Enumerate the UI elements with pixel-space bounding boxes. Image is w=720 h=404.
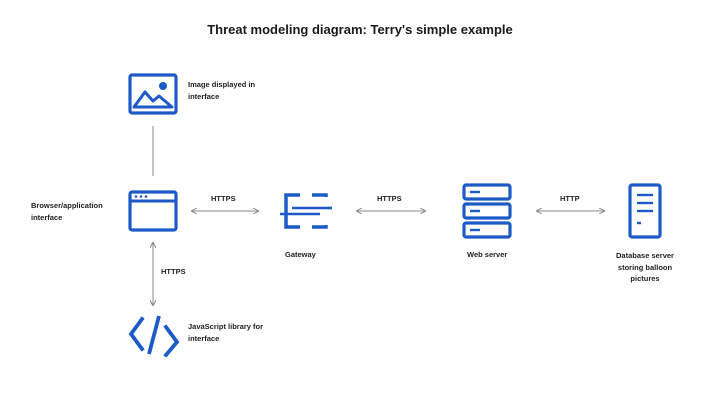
- image-label-line2: interface: [188, 91, 220, 101]
- gateway-node-label: Gateway: [285, 250, 316, 259]
- browser-node-label: Browser/application interface: [31, 200, 103, 223]
- database-label-line3: pictures: [630, 274, 660, 284]
- diagram-title: Threat modeling diagram: Terry's simple …: [207, 22, 513, 37]
- server-stack-icon: [462, 183, 512, 239]
- database-label-line1: Database server: [616, 251, 674, 260]
- edge-label-browser-gateway: HTTPS: [211, 194, 236, 203]
- database-node-label: Database server storing balloon pictures: [612, 250, 678, 285]
- browser-label-line1: Browser/application: [31, 201, 103, 210]
- webserver-node-label: Web server: [467, 250, 508, 259]
- browser-label-line2: interface: [31, 212, 63, 222]
- image-icon: [128, 73, 178, 115]
- browser-window-icon: [128, 190, 178, 232]
- jslib-label-line2: interface: [188, 333, 220, 343]
- edge-label-webserver-database: HTTP: [560, 194, 580, 203]
- jslib-node-label: JavaScript library for interface: [188, 321, 263, 344]
- edge-label-gateway-webserver: HTTPS: [377, 194, 402, 203]
- image-node-label: Image displayed in interface: [188, 79, 255, 102]
- code-brackets-icon: [128, 315, 180, 357]
- edge-label-browser-jslib: HTTPS: [161, 267, 186, 276]
- database-server-icon: [628, 183, 662, 239]
- database-label-line2: storing balloon: [617, 262, 673, 272]
- image-label-line1: Image displayed in: [188, 80, 256, 89]
- gateway-icon: [280, 193, 332, 229]
- jslib-label-line1: JavaScript library for: [188, 322, 264, 331]
